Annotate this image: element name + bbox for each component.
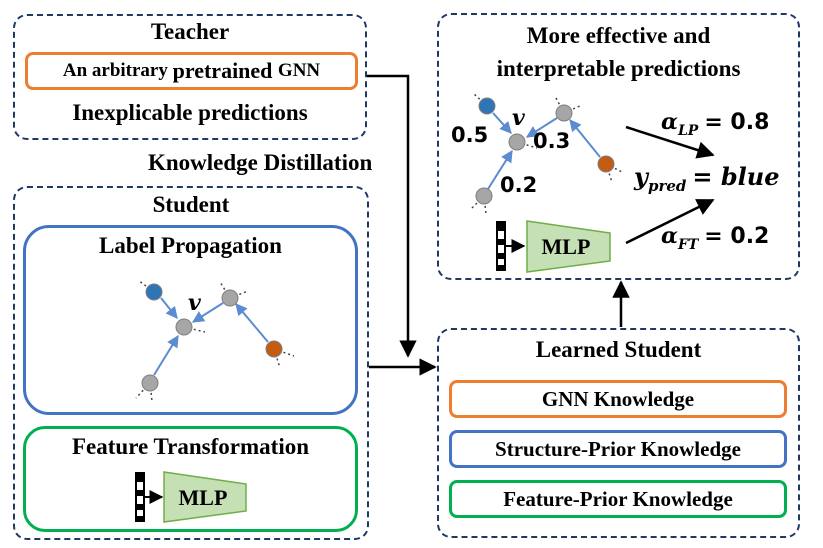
- output-mlp-label: MLP: [542, 234, 591, 259]
- teacher-model-box: An arbitrary pretrained GNN: [25, 52, 358, 90]
- graph-node: [141, 374, 159, 392]
- distillation-label: Knowledge Distillation: [148, 150, 373, 175]
- edge-weight: 0.3: [533, 129, 570, 153]
- alpha-lp-formula: αLP = 0.8: [661, 109, 769, 139]
- alpha-ft-formula: αFT= 0.2: [661, 223, 769, 253]
- ft-weight-arrow: [625, 198, 715, 245]
- teacher-predictions: Inexplicable predictions: [72, 100, 308, 125]
- y-pred-value: = blue: [692, 162, 779, 191]
- output-mlp: MLP: [496, 220, 611, 273]
- teacher-model-mid: pretrained: [172, 58, 278, 83]
- predictions-title-line2: interpretable predictions: [496, 56, 741, 81]
- graph-node: [555, 104, 573, 122]
- student-mlp: MLP: [135, 471, 247, 523]
- student-title: Student: [152, 192, 230, 217]
- y-pred-subscript: pred: [648, 177, 687, 195]
- lp-weight-arrow: [625, 125, 715, 159]
- edge-weight: 0.2: [500, 173, 537, 197]
- teacher-to-distill-arrow: [367, 74, 417, 358]
- feature-transformation-box: [23, 426, 358, 532]
- graph-node: [175, 318, 193, 336]
- graph-node: [221, 289, 239, 307]
- flow-arrows: [367, 74, 630, 376]
- alpha-lp-subscript: LP: [677, 123, 699, 139]
- edge-weight: 0.5: [451, 123, 488, 147]
- y-pred-formula: ypred = blue: [633, 162, 779, 195]
- graph-node: [597, 155, 615, 173]
- gnn-knowledge-box: GNN Knowledge: [449, 380, 787, 418]
- label-propagation-box: [23, 225, 358, 415]
- alpha-ft-value: = 0.2: [704, 224, 769, 249]
- feature-transformation-title: Feature Transformation: [72, 434, 309, 459]
- graph-node: [145, 283, 163, 301]
- teacher-panel: [13, 14, 367, 140]
- graph-node: [478, 97, 496, 115]
- mlp-trapezoid: [163, 471, 247, 523]
- teacher-model-prefix: An arbitrary: [62, 60, 173, 81]
- graph-node: [475, 187, 493, 205]
- label-propagation-title: Label Propagation: [99, 233, 282, 258]
- output-node-label: v: [512, 105, 525, 131]
- alpha-lp-symbol: α: [661, 109, 678, 135]
- feature-prior-knowledge-box: Feature-Prior Knowledge: [449, 480, 787, 518]
- mlp-trapezoid: [526, 220, 611, 273]
- mlp-label: MLP: [179, 485, 228, 510]
- alpha-ft-subscript: FT: [677, 237, 700, 253]
- predictions-panel: [437, 13, 800, 280]
- output-graph: v 0.5 0.3 0.2: [451, 92, 623, 215]
- learned-student-panel: [437, 328, 800, 538]
- alpha-lp-value: = 0.8: [704, 110, 769, 135]
- student-panel: [13, 186, 369, 540]
- y-pred-symbol: y: [633, 162, 650, 191]
- teacher-title: Teacher: [150, 19, 230, 44]
- student-graph: v: [135, 279, 295, 402]
- learned-student-title: Learned Student: [535, 337, 702, 362]
- predictions-title-line1: More effective and: [526, 23, 711, 48]
- structure-prior-knowledge-box: Structure-Prior Knowledge: [449, 430, 787, 468]
- alpha-ft-symbol: α: [661, 223, 678, 249]
- teacher-model-suffix: GNN: [277, 60, 321, 81]
- graph-node: [265, 340, 283, 358]
- center-node-label: v: [188, 290, 201, 316]
- graph-node: [508, 133, 526, 151]
